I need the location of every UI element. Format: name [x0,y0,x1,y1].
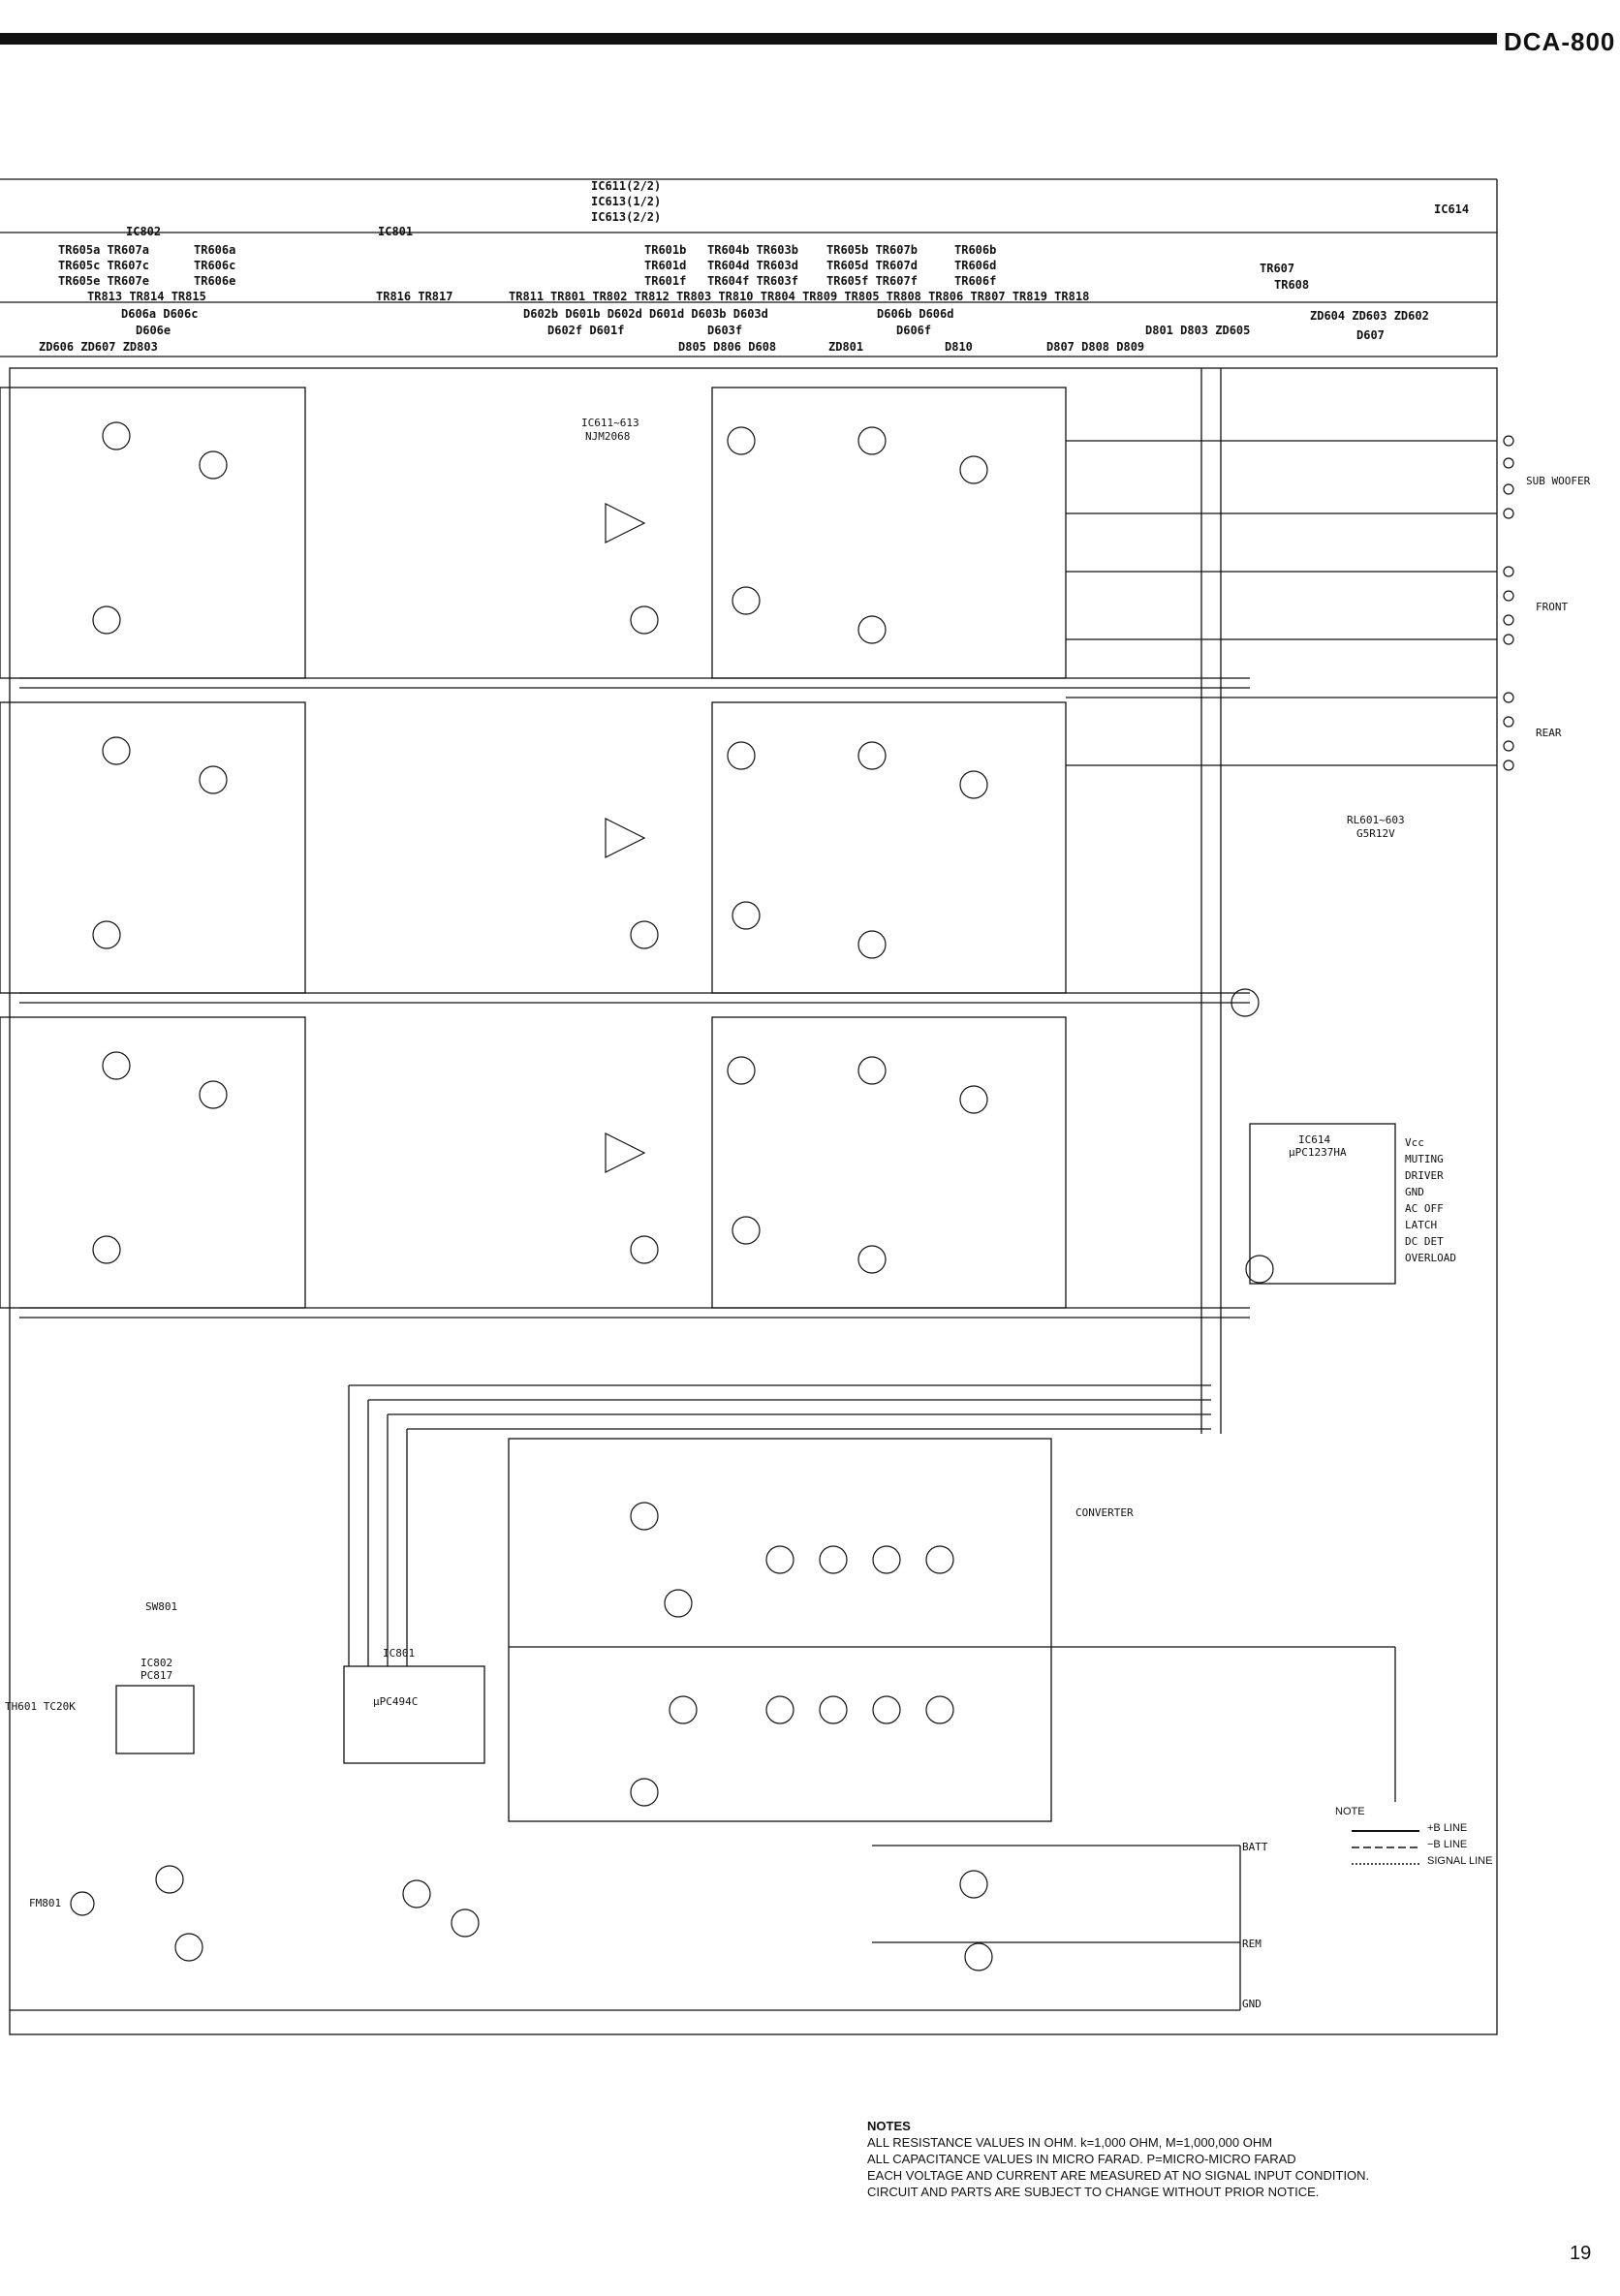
table-r3a-2: TR601b [644,243,686,257]
table-r3a-4: TR605b TR607b [826,243,918,257]
legend-item-b-plus: +B LINE [1427,1822,1468,1834]
legend-item-signal: SIGNAL LINE [1427,1855,1493,1867]
table-r4-3: TR801 TR802 TR812 TR803 TR810 TR804 TR80… [550,290,1089,303]
table-r3b-2: TR601d [644,259,686,272]
table-r3c-3: TR604f TR603f [707,274,798,288]
table-r6-0: D606e [136,324,171,337]
table-r4-2: TR811 [509,290,544,303]
rem-label: REM [1242,1938,1262,1950]
table-r7-0: ZD606 ZD607 ZD803 [39,340,158,354]
ic614-pin-3: DRIVER [1405,1169,1444,1182]
table-r3b-4: TR605d TR607d [826,259,918,272]
converter-label: CONVERTER [1075,1506,1134,1519]
table-r7-1: D805 D806 D608 [678,340,776,354]
table-r3a-3: TR604b TR603b [707,243,798,257]
ic614-type: μPC1237HA [1289,1146,1347,1159]
table-r5-3: ZD604 ZD603 ZD602 [1310,309,1429,323]
table-r6-1: D602f D601f [547,324,624,337]
table-r3b-0: TR605c TR607c [58,259,149,272]
table-r3a-5: TR606b [954,243,996,257]
relay-label: RL601~603 [1347,814,1405,826]
legend: NOTE +B LINE −B LINE SIGNAL LINE [1335,1804,1492,1870]
ic614-pin-6: LATCH [1405,1219,1437,1231]
notes-line-3: EACH VOLTAGE AND CURRENT ARE MEASURED AT… [867,2168,1370,2183]
table-ic801: IC801 [378,225,413,238]
table-r3b-5: TR606d [954,259,996,272]
thermistor-label: TH601 TC20K [5,1700,76,1713]
table-r3c-2: TR601f [644,274,686,288]
ic801-label: IC801 [383,1647,415,1660]
ic614-pin-2: MUTING [1405,1153,1444,1165]
table-r3a-1: TR606a [194,243,235,257]
ic614-label: IC614 [1298,1133,1330,1146]
table-r3c-4: TR605f TR607f [826,274,918,288]
table-ic611-2: IC611(2/2) [591,179,661,193]
notes-block: NOTES ALL RESISTANCE VALUES IN OHM. k=1,… [867,2118,1369,2200]
table-r7-2: ZD801 [828,340,863,354]
ic614-pin-1: Vcc [1405,1136,1424,1149]
legend-item-b-minus: −B LINE [1427,1839,1468,1850]
fan-motor-label: FM801 [29,1897,61,1909]
table-r6-2: D603f [707,324,742,337]
ic611-label: IC611~613 [581,417,639,429]
sub-woofer-label: SUB WOOFER [1526,475,1591,487]
front-label: FRONT [1536,601,1568,613]
ic802-type: PC817 [140,1669,172,1682]
batt-label: BATT [1242,1841,1268,1853]
table-r7-3: D810 [945,340,973,354]
table-r5-2: D606b D606d [877,307,953,321]
ic801-type: μPC494C [373,1695,418,1708]
table-r5-1: D602b D601b D602d D601d D603b D603d [523,307,768,321]
table-r7-4: D807 D808 D809 [1046,340,1144,354]
notes-title: NOTES [867,2119,911,2133]
relay-type: G5R12V [1356,827,1395,840]
table-ic802: IC802 [126,225,161,238]
table-r3b-6: TR607 [1260,262,1294,275]
gnd-label: GND [1242,1998,1262,2010]
switch-label: SW801 [145,1600,177,1613]
table-ic614: IC614 [1434,202,1469,216]
ic614-pin-4: GND [1405,1186,1424,1198]
component-table: IC611(2/2) IC613(1/2) IC613(2/2) IC614 I… [39,179,1469,354]
table-r5-0: D606a D606c [121,307,198,321]
table-ic613-1: IC613(1/2) [591,195,661,208]
ic614-pin-7: DC DET [1405,1235,1444,1248]
notes-line-4: CIRCUIT AND PARTS ARE SUBJECT TO CHANGE … [867,2185,1320,2199]
ic614-pin-5: AC OFF [1405,1202,1444,1215]
ic614-pins: Vcc MUTING DRIVER GND AC OFF LATCH DC DE… [1405,1136,1456,1264]
table-r3b-1: TR606c [194,259,235,272]
table-r3c-5: TR606f [954,274,996,288]
table-r3b-3: TR604d TR603d [707,259,798,272]
table-r3c-6: TR608 [1274,278,1309,292]
table-r3c-1: TR606e [194,274,235,288]
ic611-type: NJM2068 [585,430,630,443]
table-r3c-0: TR605e TR607e [58,274,149,288]
model-name: DCA-800 [1504,27,1616,56]
rear-label: REAR [1536,727,1562,739]
legend-title: NOTE [1335,1806,1365,1817]
table-r4-0: TR813 TR814 TR815 [87,290,206,303]
ic614-pin-8: OVERLOAD [1405,1252,1456,1264]
page-number: 19 [1570,2243,1592,2264]
table-r4-1: TR816 TR817 [376,290,452,303]
table-r3a-0: TR605a TR607a [58,243,149,257]
notes-line-2: ALL CAPACITANCE VALUES IN MICRO FARAD. P… [867,2152,1296,2166]
table-r6-5: D607 [1356,328,1385,342]
table-ic613-2: IC613(2/2) [591,210,661,224]
table-r6-4: D801 D803 ZD605 [1145,324,1250,337]
table-r6-3: D606f [896,324,931,337]
header-rule [0,33,1497,45]
ic802-label: IC802 [140,1657,172,1669]
notes-line-1: ALL RESISTANCE VALUES IN OHM. k=1,000 OH… [867,2135,1273,2150]
